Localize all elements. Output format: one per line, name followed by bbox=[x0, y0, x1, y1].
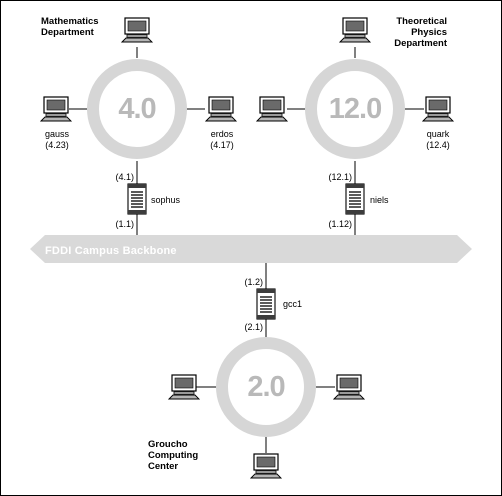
host-erdos-address: (4.17) bbox=[210, 140, 234, 150]
host-gauss-address: (4.23) bbox=[45, 140, 69, 150]
computer-icon bbox=[250, 453, 282, 479]
ring-net-4 bbox=[87, 59, 187, 159]
gateway-gcc1-upper-address: (1.2) bbox=[244, 277, 263, 287]
network-4-label: 4.0 bbox=[118, 93, 156, 125]
host-erdos-name: erdos bbox=[210, 129, 234, 139]
gateway-sophus-upper-address: (4.1) bbox=[115, 172, 134, 182]
gateway-gcc1-lower-address: (2.1) bbox=[244, 322, 263, 332]
gateway-niels-upper-address: (12.1) bbox=[328, 172, 352, 182]
server-icon bbox=[256, 288, 276, 320]
host-gauss-name: gauss bbox=[44, 129, 70, 139]
computer-icon bbox=[422, 96, 454, 122]
computer-icon bbox=[205, 96, 237, 122]
computer-icon bbox=[333, 374, 365, 400]
gateway-gcc1-name: gcc1 bbox=[283, 299, 303, 309]
computer-icon bbox=[121, 17, 153, 43]
computer-icon bbox=[339, 17, 371, 43]
fddi-backbone bbox=[30, 235, 472, 263]
computer-icon bbox=[40, 96, 72, 122]
network-2-label: 2.0 bbox=[247, 371, 285, 403]
host-quark-address: (12.4) bbox=[426, 140, 450, 150]
ring-net-12 bbox=[305, 59, 405, 159]
network-12-label: 12.0 bbox=[328, 93, 382, 125]
computer-icon bbox=[168, 374, 200, 400]
host-quark-name: quark bbox=[426, 129, 450, 139]
department-physics-label: Theoretical Physics Department bbox=[394, 16, 447, 49]
server-icon bbox=[345, 183, 365, 215]
department-computing-label: Groucho Computing Center bbox=[148, 439, 199, 472]
department-math-label: Mathematics Department bbox=[41, 16, 99, 38]
gateway-niels-lower-address: (1.12) bbox=[328, 219, 352, 229]
gateway-niels-name: niels bbox=[370, 195, 389, 205]
ring-net-2 bbox=[216, 337, 316, 437]
server-icon bbox=[127, 183, 147, 215]
gateway-sophus-name: sophus bbox=[151, 195, 181, 205]
backbone-label: FDDI Campus Backbone bbox=[45, 245, 177, 257]
computer-icon bbox=[256, 96, 288, 122]
gateway-sophus-lower-address: (1.1) bbox=[115, 219, 134, 229]
